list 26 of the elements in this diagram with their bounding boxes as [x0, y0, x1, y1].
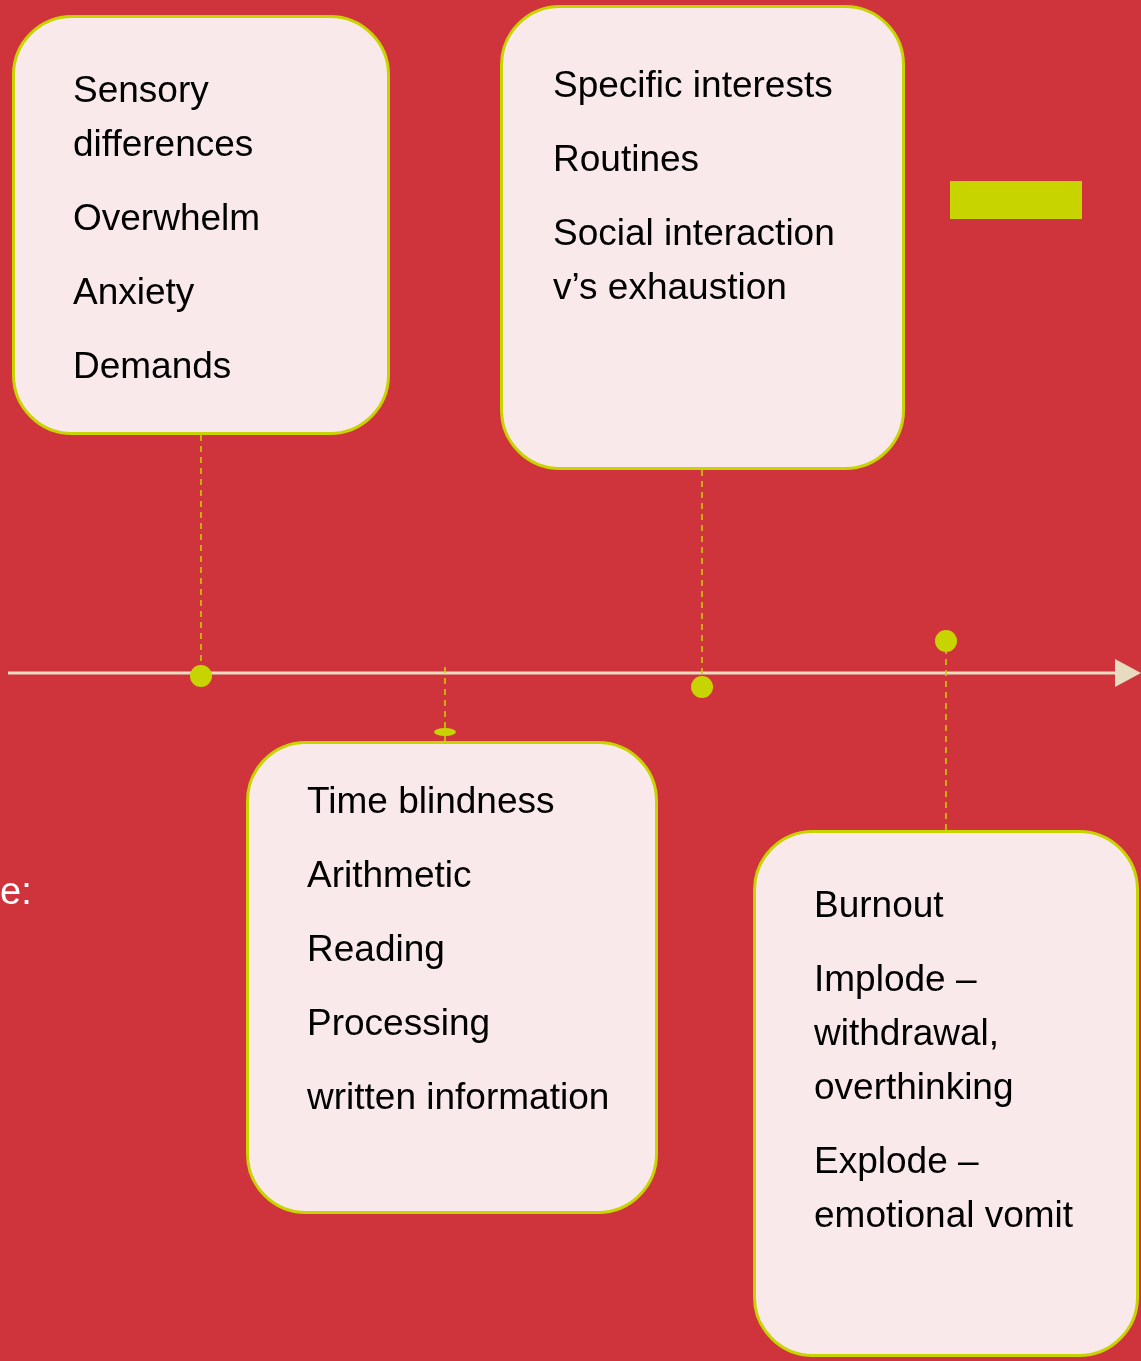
list-item: Routines [553, 137, 701, 181]
callout-box [753, 830, 1139, 1357]
timeline-dot [190, 665, 212, 687]
list-item: Time blindness [307, 779, 556, 823]
list-item: Overwhelm [73, 196, 262, 240]
list-item: Social interaction v’s exhaustion [553, 211, 836, 309]
list-item: Processing [307, 1001, 492, 1045]
list-item: Burnout [814, 883, 945, 927]
leader-line [945, 651, 947, 831]
timeline-dot [691, 676, 713, 698]
list-item: Specific interests [553, 63, 834, 107]
list-item: Sensory differences [73, 68, 255, 166]
partial-text: e: [0, 870, 32, 913]
callout-box [12, 15, 390, 435]
callout-box [500, 5, 905, 470]
list-item: Reading [307, 927, 446, 971]
callout-box [246, 741, 658, 1214]
list-item: Implode – withdrawal, overthinking [814, 957, 1015, 1109]
list-item: written information [307, 1075, 611, 1119]
list-item: Demands [73, 344, 233, 388]
list-item: Anxiety [73, 270, 196, 314]
timeline-dot [434, 728, 456, 736]
timeline-dot [935, 630, 957, 652]
leader-line [701, 469, 703, 677]
list-item: Explode – emotional vomit [814, 1139, 1075, 1237]
list-item: Arithmetic [307, 853, 473, 897]
